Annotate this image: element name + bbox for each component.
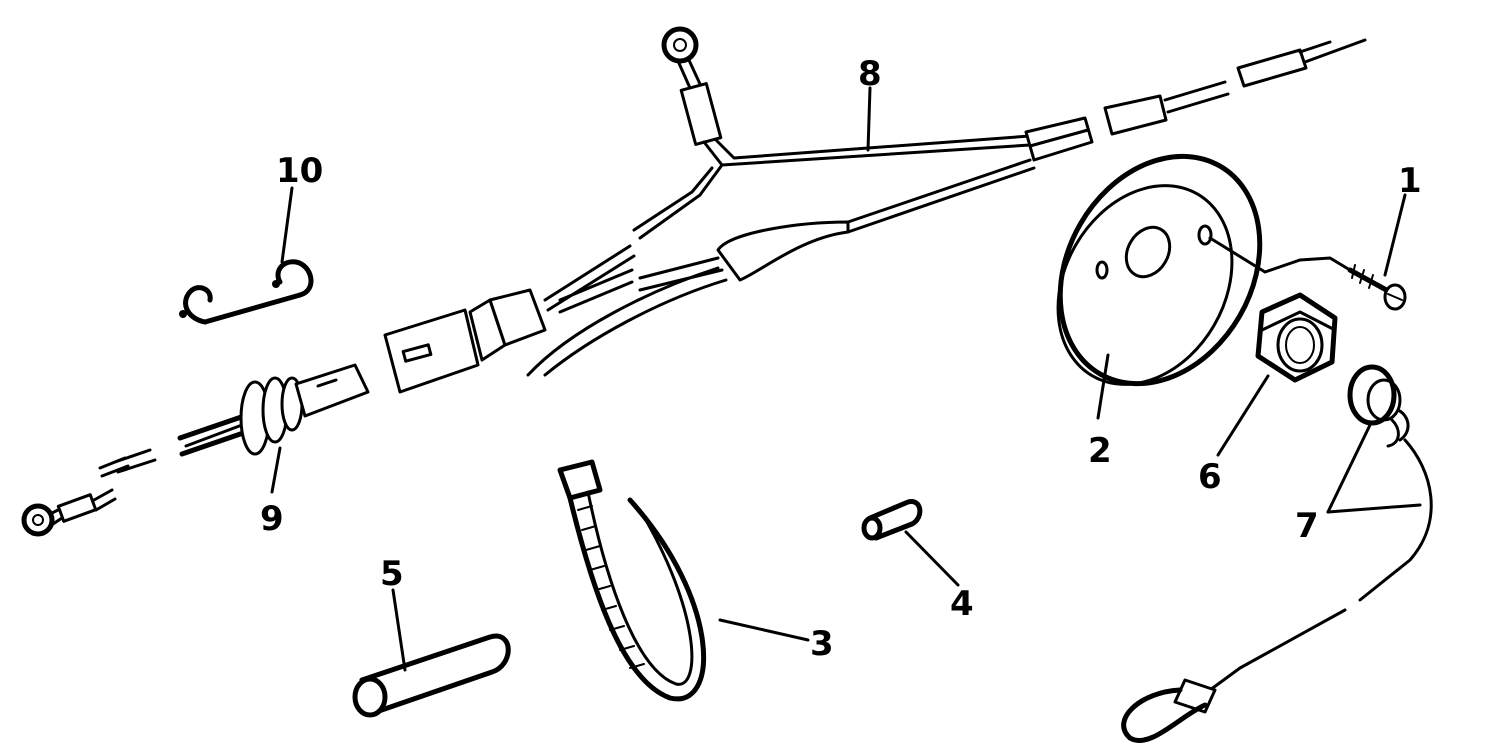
part-7-cap-lanyard xyxy=(1121,364,1433,743)
part-2-housing xyxy=(1056,153,1263,387)
callout-7: 7 xyxy=(1295,506,1319,546)
callout-8: 8 xyxy=(858,54,882,94)
callout-6: 6 xyxy=(1198,457,1222,497)
part-9-connector xyxy=(21,363,370,537)
callout-4: 4 xyxy=(950,584,974,624)
part-4-pin xyxy=(861,499,923,541)
part-1-screw xyxy=(1347,264,1407,311)
callout-10: 10 xyxy=(276,151,323,191)
callout-1: 1 xyxy=(1398,161,1422,201)
leader-lines xyxy=(270,86,1422,672)
part-5-sleeve xyxy=(352,633,511,718)
callouts: 1 2 3 4 5 6 7 8 9 10 xyxy=(260,54,1422,664)
part-3-cable-tie xyxy=(557,459,707,702)
part-10-clip xyxy=(179,259,314,325)
part-8-harness xyxy=(383,26,1367,394)
callout-5: 5 xyxy=(380,554,404,594)
callout-3: 3 xyxy=(810,624,834,664)
callout-9: 9 xyxy=(260,499,284,539)
callout-2: 2 xyxy=(1088,431,1112,471)
part-6-nut xyxy=(1255,292,1338,383)
